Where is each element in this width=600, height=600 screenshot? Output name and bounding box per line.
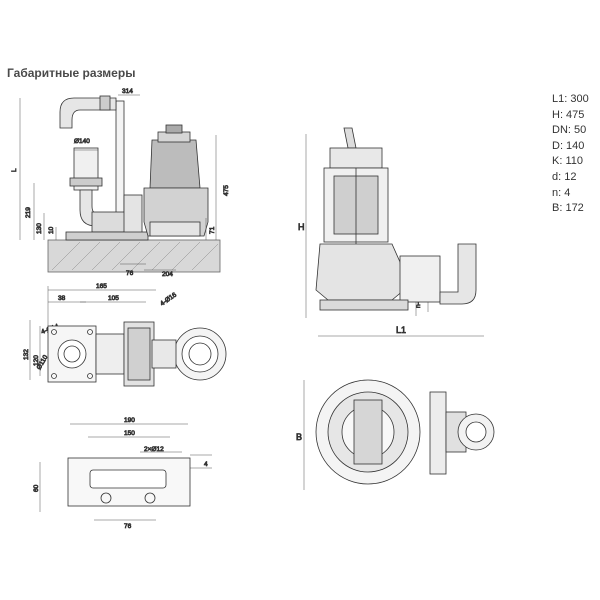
page-title: Габаритные размеры [7, 66, 136, 80]
dim-h: H [298, 222, 305, 232]
dim-475: 475 [223, 185, 230, 196]
dim-10: 10 [48, 226, 55, 234]
dim-132: 132 [23, 349, 30, 360]
spec-dn: DN: 50 [552, 124, 587, 137]
dim-130: 130 [36, 223, 43, 234]
section-view: H K D n-d L1 [298, 127, 484, 337]
spec-d: D: 140 [552, 139, 585, 152]
dim-2-d12: 2×Ø12 [144, 446, 164, 453]
dim-n-d: n-d [415, 298, 422, 308]
spec-k: K: 110 [552, 155, 583, 168]
spec-b: B: 172 [552, 202, 584, 215]
dim-60: 60 [33, 484, 40, 492]
dim-l1: L1 [396, 325, 406, 335]
dim-76-bottom: 76 [124, 523, 132, 530]
dim-120: 120 [33, 355, 40, 366]
plan-view: 165 38 105 4-Ø16 4-Ø14 132 120 Ø110 [23, 283, 227, 387]
dim-76-top: 76 [126, 270, 134, 277]
dim-4-d16: 4-Ø16 [159, 291, 178, 307]
dim-190: 190 [124, 417, 135, 424]
spec-n: n: 4 [552, 186, 571, 199]
dim-d140: Ø140 [74, 138, 90, 145]
dim-219: 219 [25, 207, 32, 218]
dim-b: B [296, 432, 302, 442]
dim-71: 71 [209, 226, 216, 234]
dim-165: 165 [96, 283, 107, 290]
installation-side-view: 314 Ø140 L 219 130 10 475 71 76 204 [11, 88, 231, 279]
spec-h: H: 475 [552, 108, 585, 121]
top-view: B [296, 379, 495, 490]
dim-105: 105 [108, 295, 119, 302]
dim-l: L [11, 168, 18, 172]
dim-314: 314 [122, 88, 133, 95]
dim-204: 204 [162, 271, 173, 278]
dim-38: 38 [58, 295, 66, 302]
spec-l1: L1: 300 [552, 93, 589, 105]
spec-list: L1: 300 H: 475 DN: 50 D: 140 K: 110 d: 1… [552, 92, 589, 217]
spec-small-d: d: 12 [552, 170, 577, 183]
base-plate-view: 190 150 2×Ø12 4 60 76 [33, 417, 212, 530]
dim-4: 4 [204, 461, 208, 468]
dim-150: 150 [124, 430, 135, 437]
